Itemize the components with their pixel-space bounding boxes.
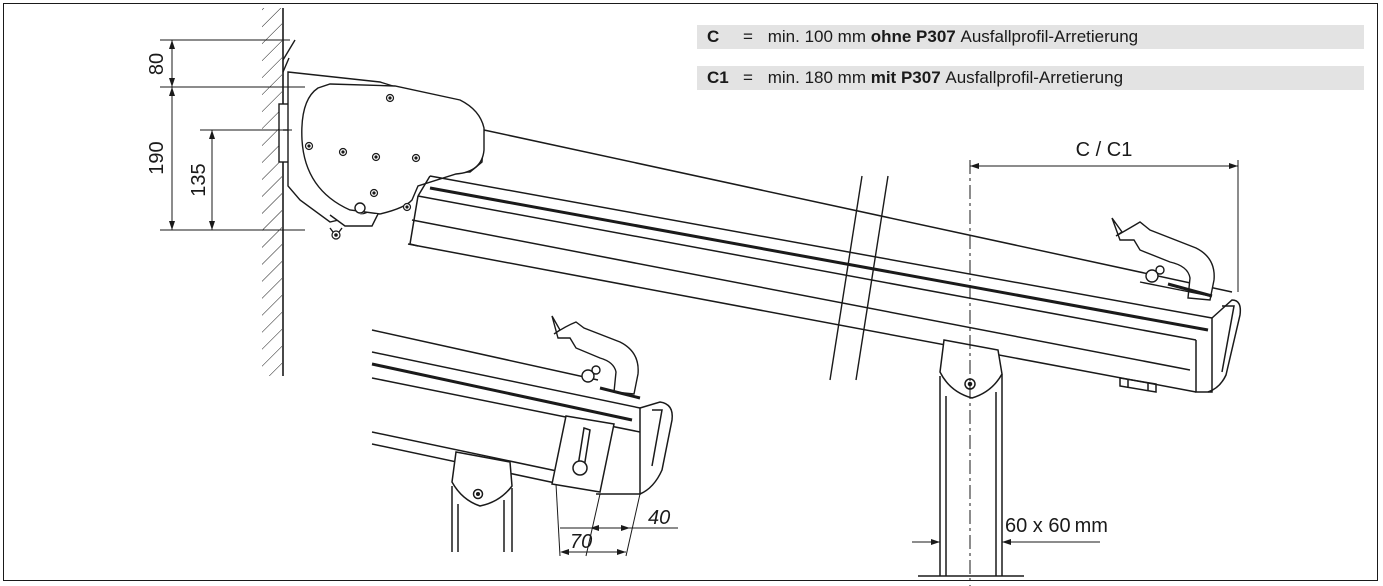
legend-equals: = — [743, 68, 753, 87]
dim-135: 135 — [188, 163, 210, 196]
legend-bold: ohne P307 — [870, 27, 956, 46]
dim-80: 80 — [146, 53, 168, 75]
dimension-arrows — [169, 40, 1238, 555]
dim-post-size: 60 x 60 mm — [1005, 515, 1108, 537]
dim-40: 40 — [648, 507, 670, 529]
locking-arm-upper — [1111, 217, 1215, 301]
wall-bracket — [278, 39, 485, 238]
legend-min: min. 180 mm — [767, 68, 866, 87]
legend-equals: = — [743, 27, 753, 46]
main-rafter — [407, 129, 1242, 393]
dim-c-c1: C / C1 — [1076, 139, 1133, 161]
legend-desc: Ausfallprofil-Arretierung — [945, 68, 1124, 87]
detail-post — [451, 451, 513, 552]
wall — [262, 8, 284, 376]
legend-row-c1: C1 = min. 180 mm mit P307 Ausfallprofil-A… — [697, 66, 1364, 90]
legend-symbol: C — [707, 27, 720, 46]
support-post — [918, 339, 1024, 577]
dim-190: 190 — [146, 141, 168, 174]
legend-row-c: C = min. 100 mm ohne P307 Ausfallprofil-A… — [697, 25, 1364, 49]
legend-min: min. 100 mm — [767, 27, 866, 46]
legend-symbol: C1 — [707, 68, 729, 87]
dimension-lines — [160, 39, 1239, 586]
bracket-screws — [304, 93, 421, 240]
locking-arm-detail — [551, 315, 641, 400]
locking-plate — [551, 415, 615, 493]
legend-bold: mit P307 — [870, 68, 941, 87]
break-lines — [829, 175, 889, 381]
dim-70: 70 — [570, 531, 592, 553]
legend-desc: Ausfallprofil-Arretierung — [960, 27, 1139, 46]
detail-rafter — [371, 329, 673, 495]
drawing-frame — [3, 3, 1378, 581]
